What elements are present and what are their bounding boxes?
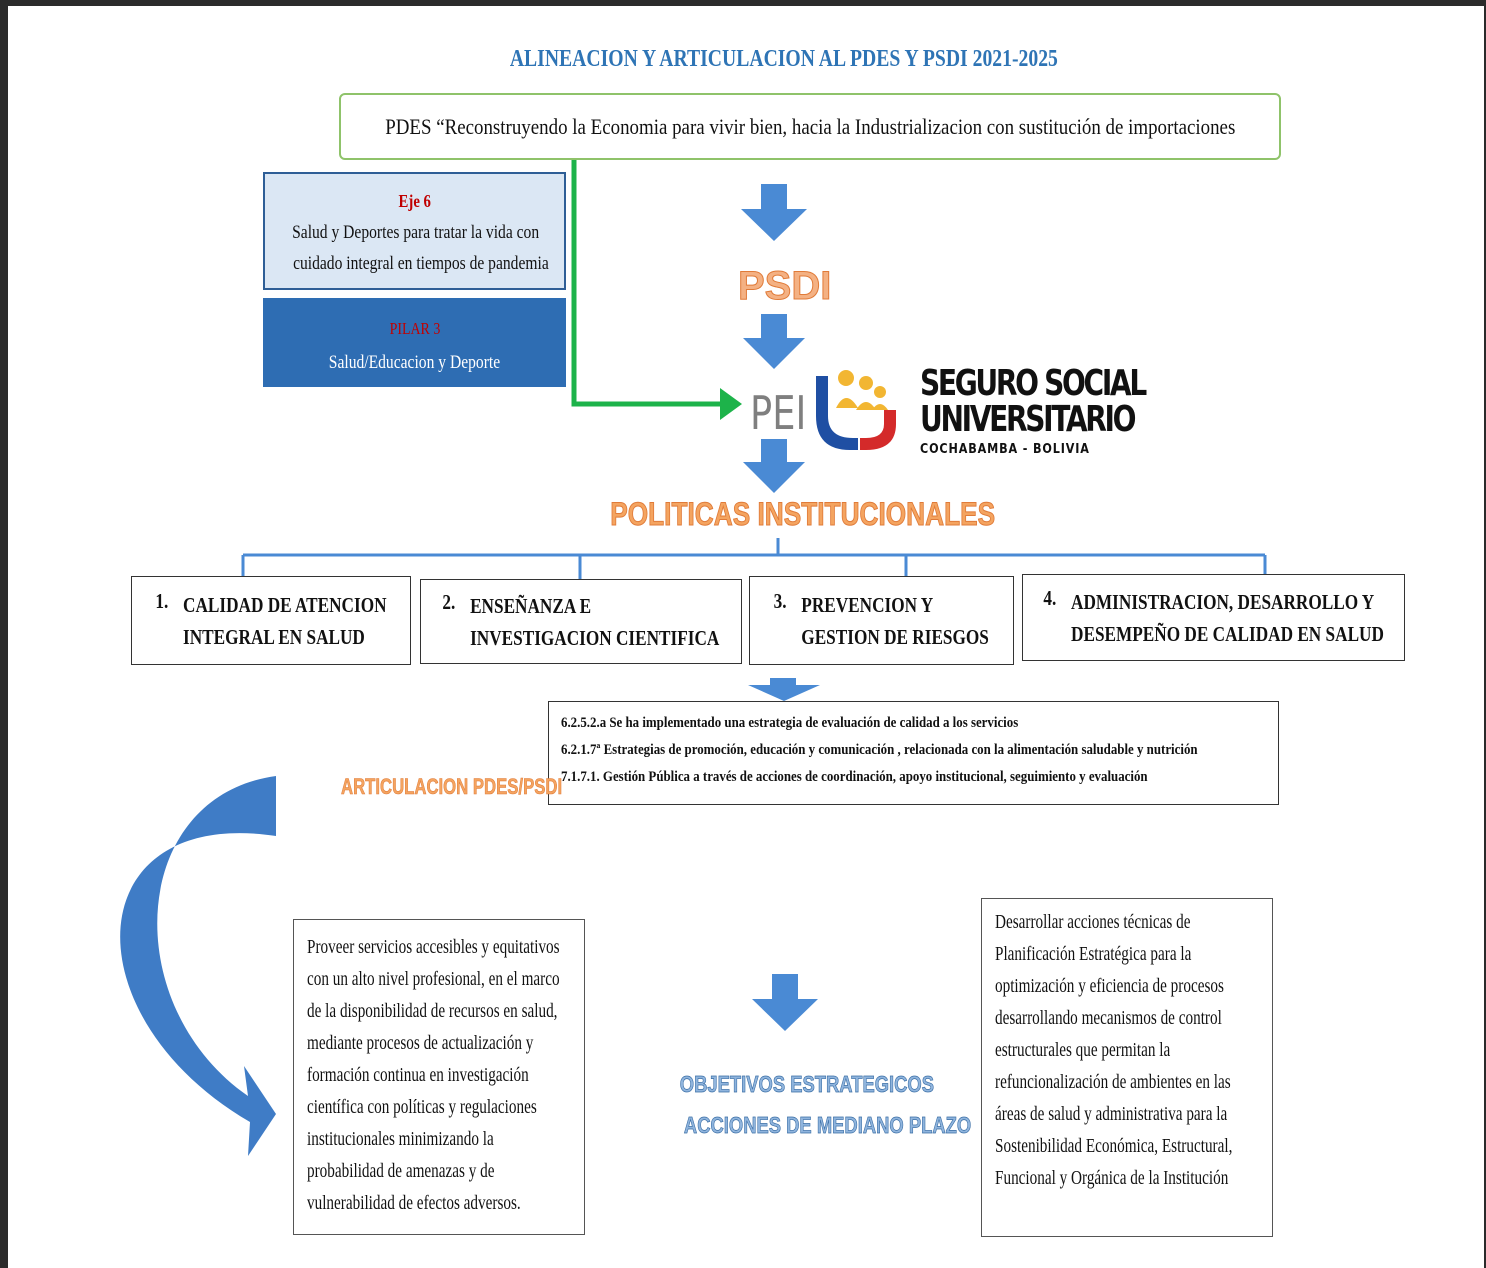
objetivos-title: OBJETIVOS ESTRATEGICOS ACCIONES DE MEDIA… — [648, 1064, 972, 1146]
politica-3: 3. PREVENCION Y GESTION DE RIESGOS — [749, 576, 1014, 665]
green-arrowhead — [720, 388, 742, 420]
politica-3-num: 3. — [773, 588, 787, 613]
objetivo-der-line: Desarrollar acciones técnicas de — [995, 912, 1191, 933]
politica-2-num: 2. — [442, 589, 456, 614]
indicador-2: 6.2.1.7ª Estrategias de promoción, educa… — [561, 742, 1198, 758]
politica-4-num: 4. — [1043, 585, 1057, 610]
pdes-box: PDES “Reconstruyendo la Economia para vi… — [339, 93, 1281, 160]
objetivo-izq-line: con un alto nivel profesional, en el mar… — [307, 969, 560, 990]
indicador-3: 7.1.7.1. Gestión Pública a través de acc… — [561, 769, 1148, 785]
pilar-text: Salud/Educacion y Deporte — [328, 352, 501, 373]
politica-1: 1. CALIDAD DE ATENCION INTEGRAL EN SALUD — [131, 576, 411, 665]
objetivos-title-line-1: OBJETIVOS ESTRATEGICOS — [679, 1071, 935, 1098]
objetivo-der-line: refuncionalización de ambientes en las — [995, 1072, 1231, 1093]
objetivo-izquierdo-box: Proveer servicios accesibles y equitativ… — [293, 919, 585, 1235]
politica-1-num: 1. — [155, 588, 169, 613]
logo-text: SEGURO SOCIAL UNIVERSITARIO COCHABAMBA -… — [920, 363, 1208, 458]
objetivo-izq-line: mediante procesos de actualización y — [307, 1033, 534, 1054]
objetivo-izq-line: de la disponibilidad de recursos en salu… — [307, 1001, 558, 1022]
objetivo-izq-line: formación continua en investigación — [307, 1065, 529, 1086]
articulacion-label: ARTICULACION PDES/PSDI — [341, 774, 563, 800]
objetivo-der-line: Funcional y Orgánica de la Institución — [995, 1168, 1229, 1189]
objetivo-izq-line: Proveer servicios accesibles y equitativ… — [307, 937, 560, 958]
pilar-heading: PILAR 3 — [389, 319, 440, 338]
politicas-bracket — [241, 538, 1267, 579]
down-arrow-4 — [748, 678, 820, 701]
pilar-box: PILAR 3 Salud/Educacion y Deporte — [263, 298, 566, 387]
politica-3-line-2: GESTION DE RIESGOS — [801, 624, 990, 649]
logo-line-2: UNIVERSITARIO — [920, 399, 1137, 440]
down-arrow-3 — [743, 439, 805, 493]
down-arrow-2 — [743, 314, 805, 369]
politica-4-line-1: ADMINISTRACION, DESARROLLO Y — [1070, 589, 1375, 614]
politica-2-line-2: INVESTIGACION CIENTIFICA — [470, 625, 720, 650]
curved-articulation-arrow — [120, 776, 276, 1156]
indicadores-box: 6.2.5.2.a Se ha implementado una estrate… — [548, 701, 1279, 805]
objetivo-izq-line: probabilidad de amenazas y de — [307, 1161, 495, 1182]
psdi-label: PSDI — [738, 264, 832, 309]
politica-4-line-2: DESEMPEÑO DE CALIDAD EN SALUD — [1070, 621, 1384, 646]
objetivo-der-line: Planificación Estratégica para la — [995, 944, 1192, 965]
green-connector-arrow — [571, 160, 720, 407]
politica-2: 2. ENSEÑANZA E INVESTIGACION CIENTIFICA — [420, 579, 742, 664]
politicas-title: POLITICAS INSTITUCIONALES — [610, 496, 996, 533]
objetivo-der-line: Sostenibilidad Económica, Estructural, — [995, 1136, 1233, 1157]
page-title: ALINEACION Y ARTICULACION AL PDES Y PSDI… — [509, 46, 1058, 72]
logo-line-1: SEGURO SOCIAL — [920, 363, 1147, 404]
politica-4: 4. ADMINISTRACION, DESARROLLO Y DESEMPEÑ… — [1022, 574, 1405, 661]
objetivo-izq-line: vulnerabilidad de efectos adversos. — [307, 1193, 521, 1214]
objetivo-der-line: optimización y eficiencia de procesos — [995, 976, 1224, 997]
objetivo-der-line: estructurales que permitan la — [995, 1040, 1171, 1061]
down-arrow-5 — [752, 974, 818, 1031]
logo-symbol — [816, 370, 896, 450]
pdes-text: PDES “Reconstruyendo la Economia para vi… — [384, 113, 1236, 139]
objetivo-der-line: desarrollando mecanismos de control — [995, 1008, 1222, 1029]
eje-line-2: cuidado integral en tiempos de pandemia — [293, 253, 549, 274]
objetivo-izq-line: científica con políticas y regulaciones — [307, 1097, 537, 1118]
diagram-page: ALINEACION Y ARTICULACION AL PDES Y PSDI… — [8, 6, 1484, 1268]
eje-line-1: Salud y Deportes para tratar la vida con — [292, 222, 540, 243]
objetivos-title-line-2: ACCIONES DE MEDIANO PLAZO — [683, 1112, 972, 1139]
objetivo-izq-line: institucionales minimizando la — [307, 1129, 494, 1150]
logo-line-3: COCHABAMBA - BOLIVIA — [920, 442, 1090, 457]
indicador-1: 6.2.5.2.a Se ha implementado una estrate… — [561, 715, 1019, 731]
politica-2-line-1: ENSEÑANZA E — [470, 593, 592, 618]
objetivo-derecho-box: Desarrollar acciones técnicas de Planifi… — [981, 898, 1273, 1237]
down-arrow-1 — [741, 184, 807, 241]
pei-label: PEI — [750, 386, 807, 440]
connectors — [120, 160, 1267, 1156]
eje-heading: Eje 6 — [398, 191, 431, 211]
eje-box: Eje 6 Salud y Deportes para tratar la vi… — [263, 172, 566, 290]
politica-1-line-1: CALIDAD DE ATENCION — [183, 592, 387, 617]
politica-1-line-2: INTEGRAL EN SALUD — [183, 624, 365, 649]
politica-3-line-1: PREVENCION Y — [801, 592, 934, 617]
objetivo-der-line: áreas de salud y administrativa para la — [995, 1104, 1228, 1125]
